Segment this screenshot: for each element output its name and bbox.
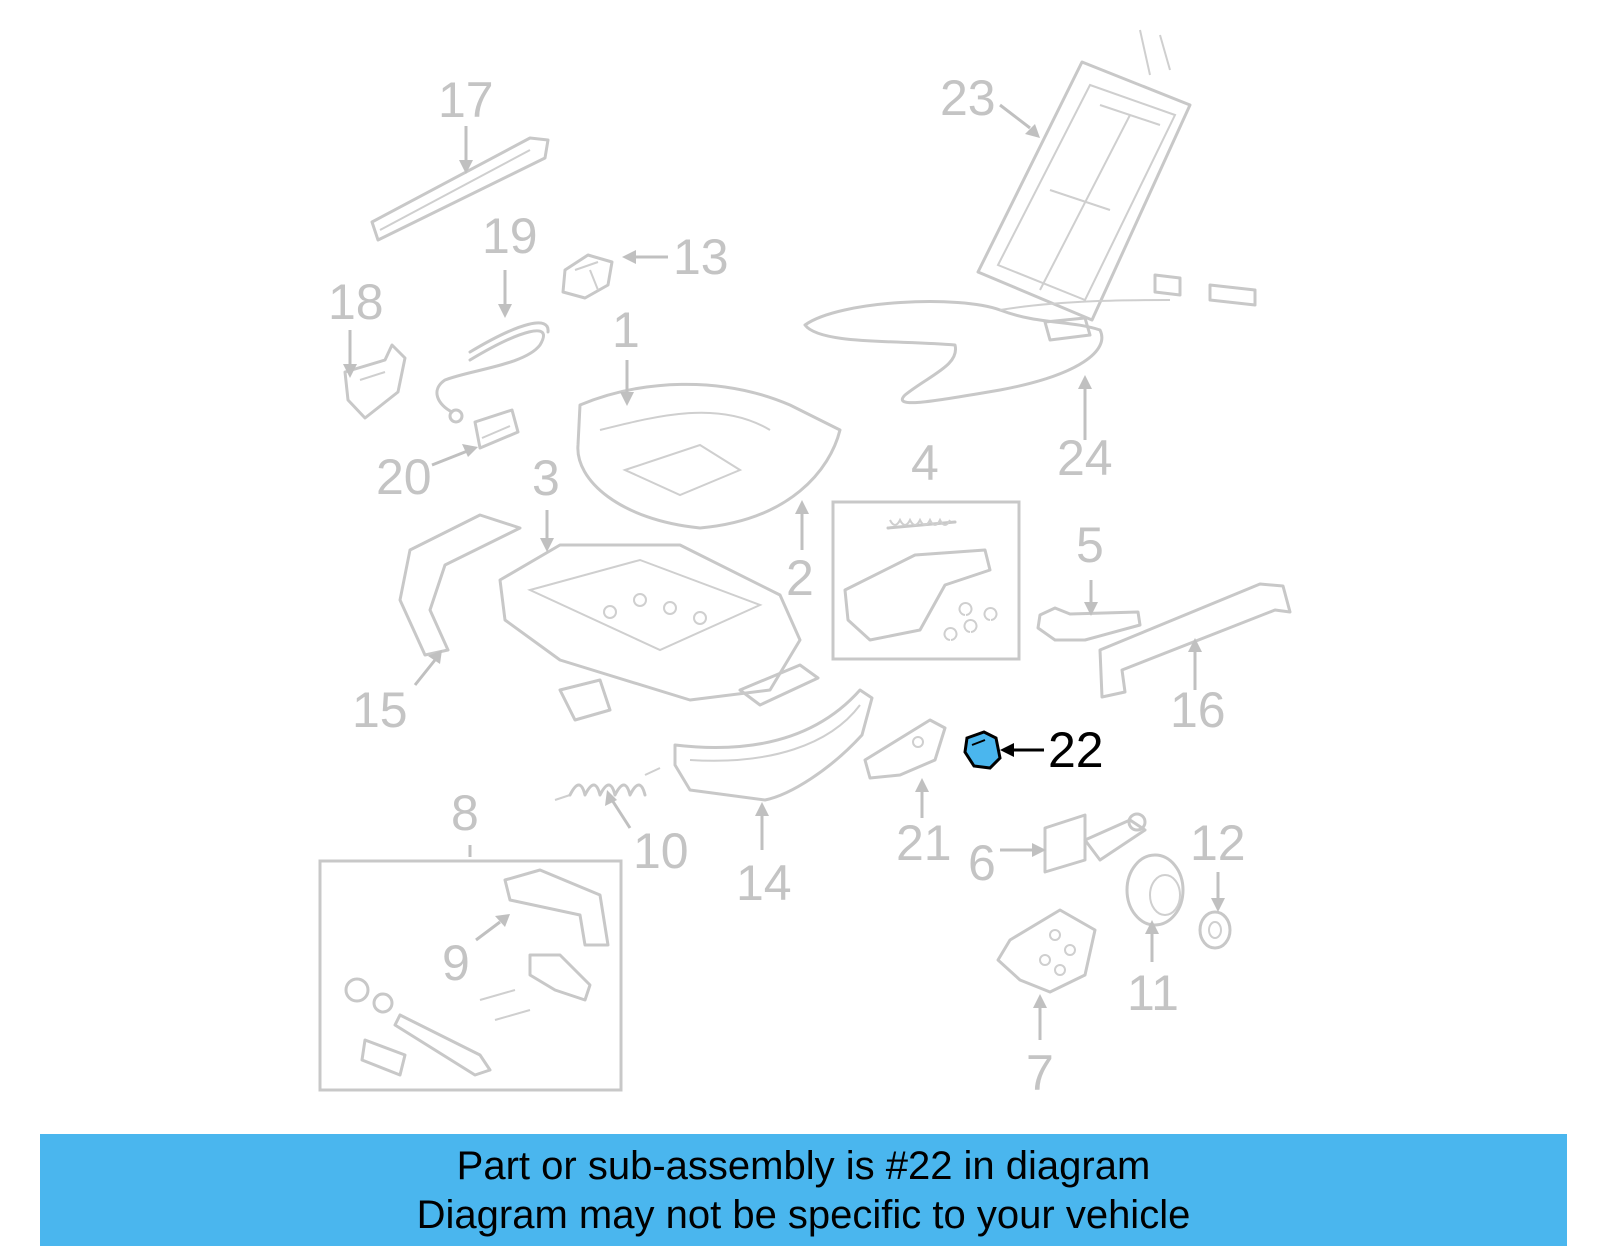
part-10	[554, 767, 661, 801]
part-1	[576, 382, 842, 530]
part-12	[1198, 910, 1232, 950]
callout-9: 9	[442, 935, 470, 991]
callout-5: 5	[1076, 517, 1104, 573]
part-23	[976, 29, 1192, 322]
callout-15: 15	[352, 682, 408, 738]
callout-13: 13	[673, 229, 729, 285]
callout-labels: 1 2 3 4 5 6 7 8 9 10 11 12 13 14 15 16 1…	[328, 70, 1246, 1101]
callout-23: 23	[940, 70, 996, 126]
part-16	[1098, 582, 1292, 699]
callout-22: 22	[1048, 722, 1104, 778]
callout-12: 12	[1190, 815, 1246, 871]
part-7	[996, 908, 1097, 994]
part-22	[963, 730, 1002, 770]
callout-17: 17	[438, 72, 494, 128]
callout-16: 16	[1170, 682, 1226, 738]
part-15	[398, 513, 522, 657]
callout-20: 20	[376, 449, 432, 505]
callout-6: 6	[968, 835, 996, 891]
part-20	[473, 408, 520, 450]
banner-line-part: Part or sub-assembly is #22 in diagram	[456, 1144, 1151, 1188]
part-17	[370, 136, 550, 242]
callout-2: 2	[786, 550, 814, 606]
part-6	[1043, 812, 1147, 874]
part-3	[498, 543, 820, 722]
callout-7: 7	[1026, 1045, 1054, 1101]
callout-1: 1	[612, 302, 640, 358]
part-4	[831, 500, 1021, 661]
part-18	[343, 343, 407, 420]
info-banner: Part or sub-assembly is #22 in diagram D…	[40, 1134, 1567, 1246]
callout-19: 19	[482, 208, 538, 264]
part-14	[673, 688, 874, 802]
part-5	[1036, 606, 1142, 642]
leader-lines	[343, 103, 1225, 1040]
callout-10: 10	[633, 823, 689, 879]
callout-4: 4	[911, 435, 939, 491]
part-21	[863, 718, 947, 780]
part-19	[435, 321, 550, 424]
part-13	[561, 253, 614, 300]
banner-line-disclaimer: Diagram may not be specific to your vehi…	[416, 1193, 1191, 1237]
callout-3: 3	[532, 450, 560, 506]
part-11	[1125, 853, 1185, 927]
callout-8: 8	[451, 785, 479, 841]
leader-22	[1000, 743, 1044, 757]
part-8	[318, 859, 623, 1092]
callout-11: 11	[1127, 965, 1179, 1021]
callout-18: 18	[328, 274, 384, 330]
callout-14: 14	[736, 855, 792, 911]
callout-21: 21	[896, 815, 952, 871]
callout-24: 24	[1057, 430, 1113, 486]
part-24	[803, 273, 1257, 405]
